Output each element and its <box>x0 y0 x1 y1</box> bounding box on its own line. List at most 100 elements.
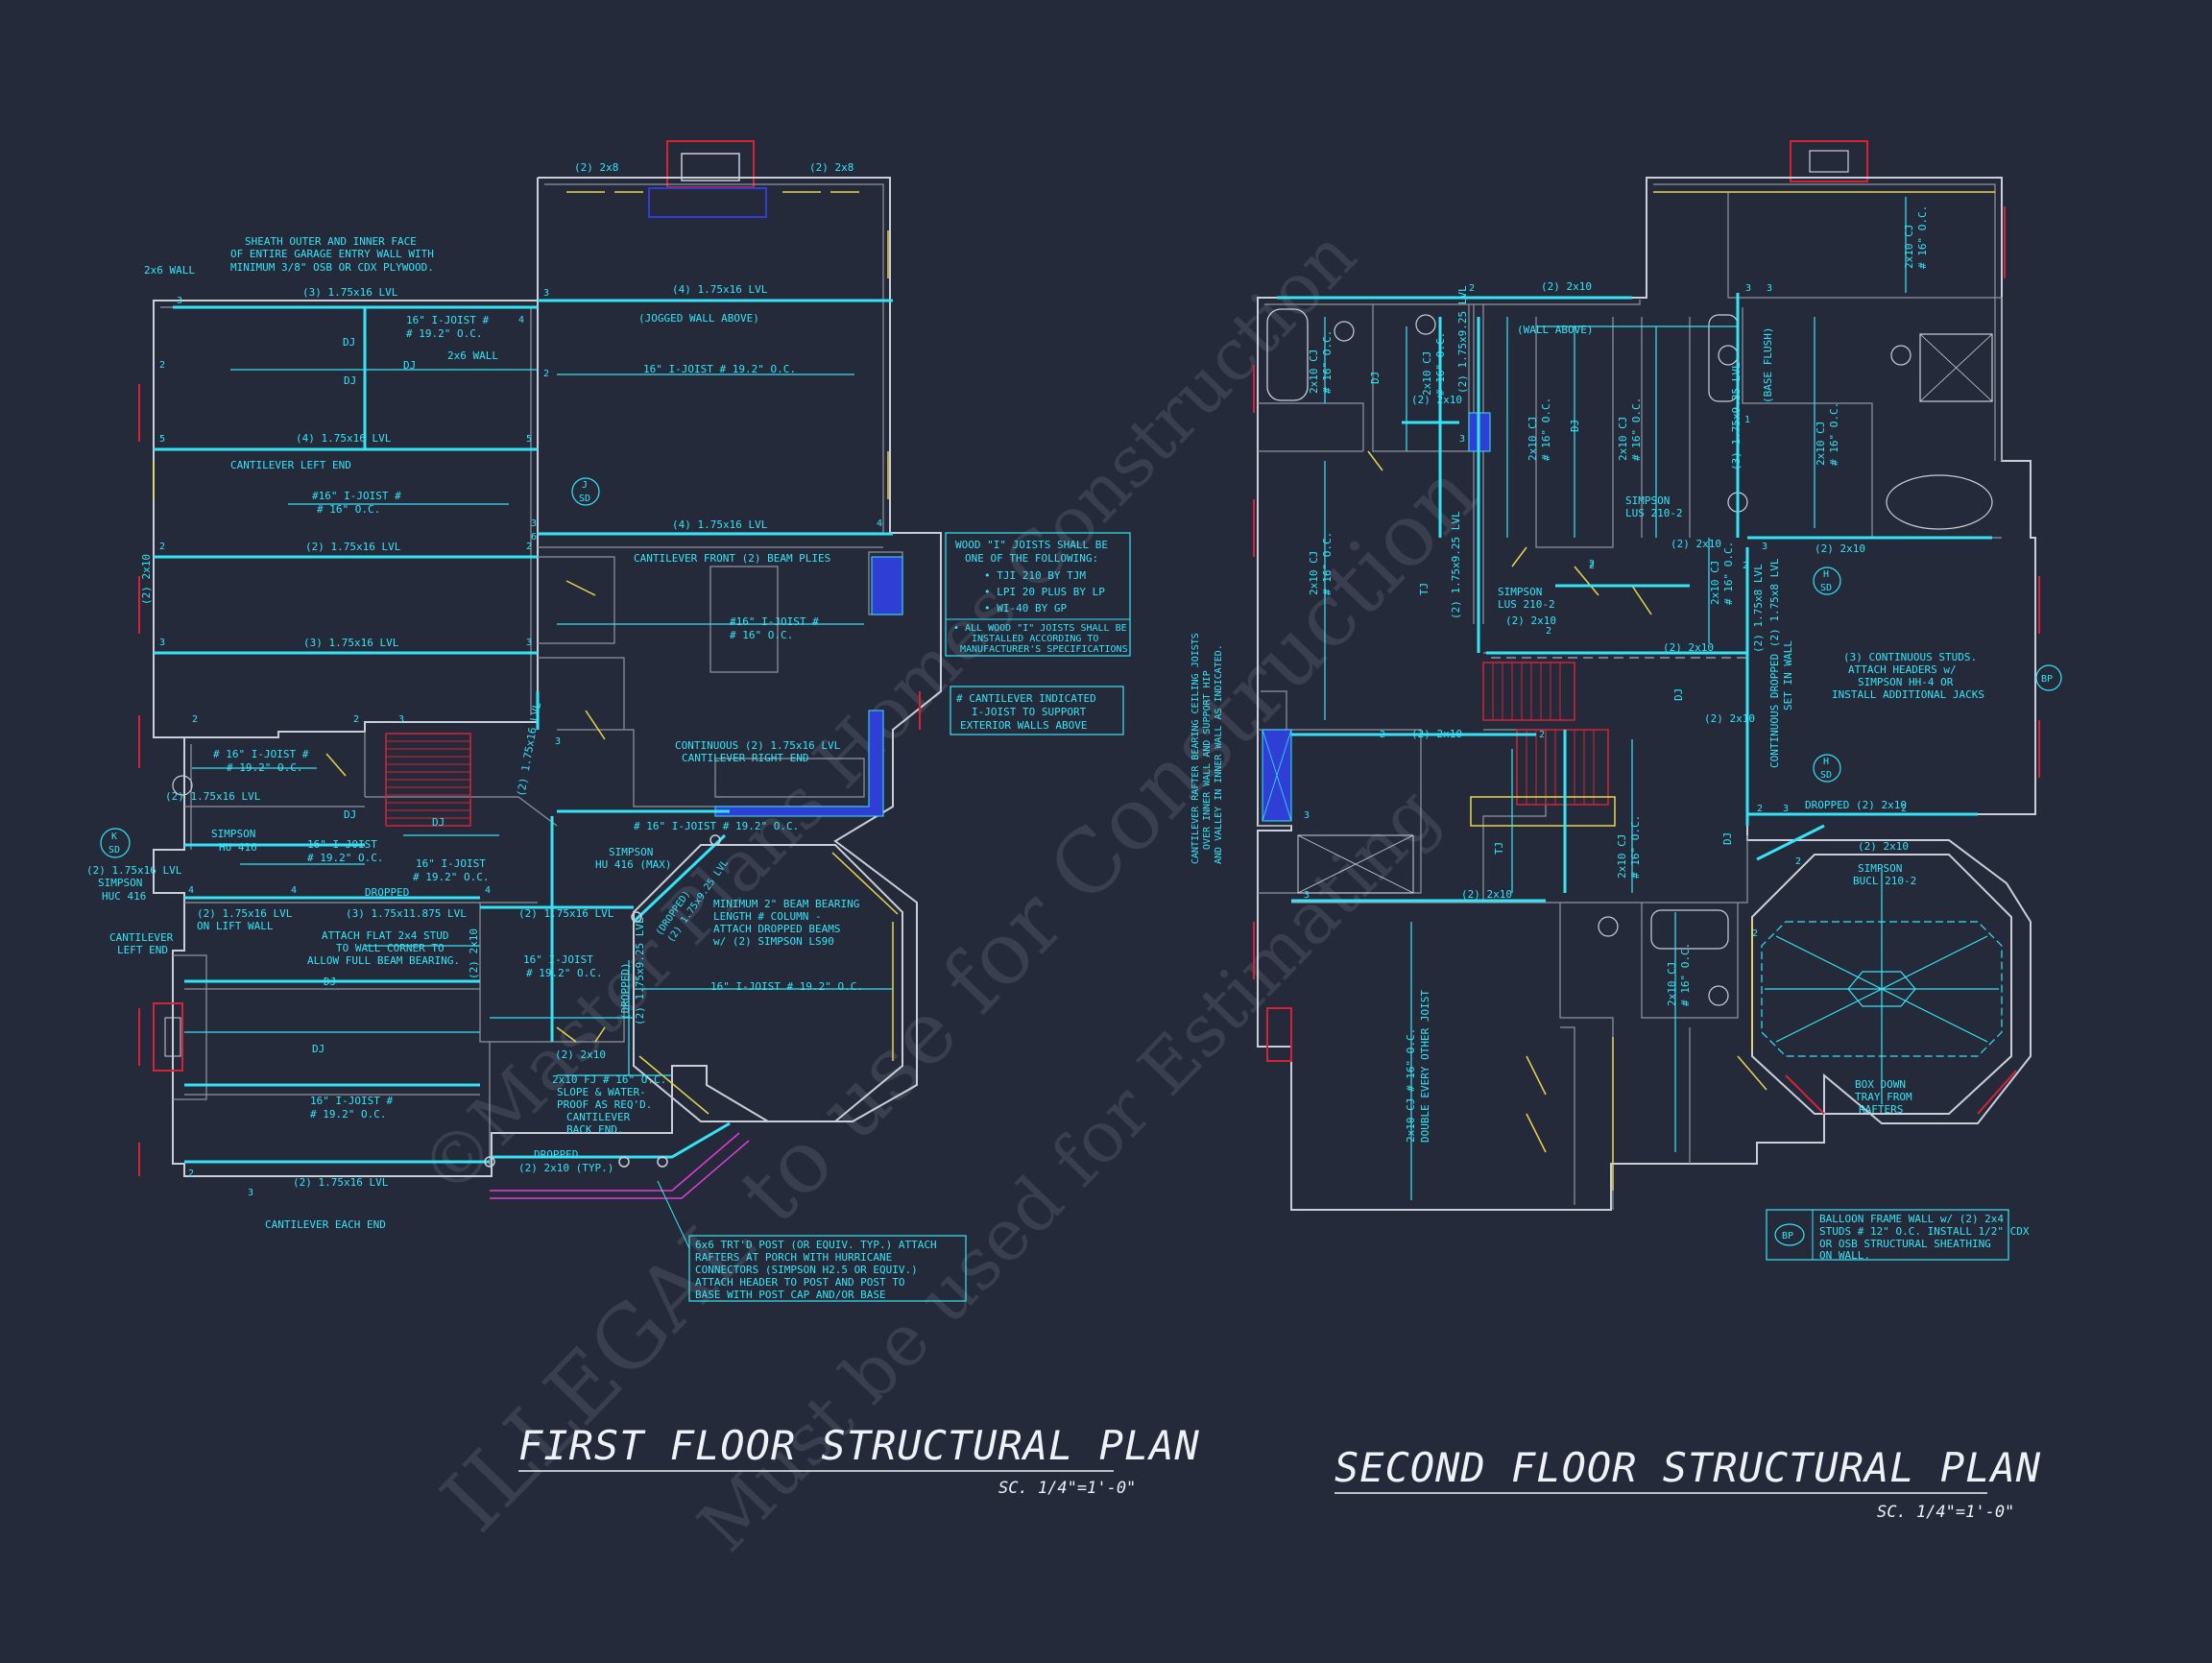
h-2x10-c: (2) 2x10 <box>1505 615 1556 627</box>
cj-f-l1: 2x10 CJ <box>1709 561 1721 605</box>
ijoist-octagon: 16" I-JOIST # 19.2" O.C. <box>710 980 863 993</box>
studs-note-l2: ATTACH HEADERS w/ <box>1848 663 1957 676</box>
post-note-l1: 6x6 TRT'D POST (OR EQUIV. TYP.) ATTACH <box>695 1239 937 1251</box>
wall-2x6-label: 2x6 WALL <box>144 264 195 277</box>
chase-cross <box>1262 729 1292 822</box>
post-note-l4: ATTACH HEADER TO POST AND POST TO <box>695 1276 905 1289</box>
chimney-top <box>1790 140 1868 182</box>
cj-c-l2: # 16" O.C. <box>1540 398 1552 461</box>
sheath-note-l2: OF ENTIRE GARAGE ENTRY WALL WITH <box>230 248 434 260</box>
ijoist-lower2-l1: 16" I-JOIST # <box>310 1095 393 1107</box>
lvl-2-right: (4) 1.75x16 LVL <box>672 518 768 531</box>
sink-icon-3 <box>1890 345 1911 366</box>
joist-note-l3: • TJI 210 BY TJM <box>984 569 1086 582</box>
box-down-l2: TRAY FROM <box>1855 1091 1912 1103</box>
porch-posts <box>484 834 721 1168</box>
beam-num: 3 <box>1767 283 1772 294</box>
simpson-hu416-l2: HU 416 <box>219 841 257 854</box>
sd-h2-letter: H <box>1823 757 1829 767</box>
tj-label: TJ <box>1418 583 1431 595</box>
beam-num: 3 <box>1783 804 1789 814</box>
beam-num: 2 <box>543 369 549 379</box>
ijoist-lower-l1: 16" I-JOIST <box>523 953 593 966</box>
shower-icon <box>1919 333 1993 402</box>
studs-note-l1: (3) CONTINUOUS STUDS. <box>1843 651 1977 663</box>
cj-g-l2: # 16" O.C. <box>1629 815 1642 879</box>
beam-num: 3 <box>543 288 549 299</box>
h-2x10-g: (2) 2x10 <box>1671 538 1721 550</box>
dj-label-3: DJ <box>312 1043 325 1055</box>
h-2x10-f: (2) 2x10 <box>1704 712 1755 725</box>
ijoist-center-l2: # 19.2" O.C. <box>413 871 489 883</box>
octagon-tower <box>1751 854 2012 1115</box>
cant-rafter-l1: CANTILEVER RAFTER BEARING CEILING JOISTS <box>1190 633 1201 864</box>
cant-left-end: CANTILEVER LEFT END <box>230 459 351 471</box>
beam-num: 4 <box>188 885 194 896</box>
simpson-lus-b-l2: LUS 210-2 <box>1498 598 1555 611</box>
box-down-l1: BOX DOWN <box>1855 1078 1906 1091</box>
beam-num: 3 <box>1304 890 1310 901</box>
post-note-l5: BASE WITH POST CAP AND/OR BASE <box>695 1289 886 1301</box>
first-floor-openings <box>138 191 921 1176</box>
first-floor-labels: SHEATH OUTER AND INNER FACE OF ENTIRE GA… <box>86 161 863 1231</box>
post-note: 6x6 TRT'D POST (OR EQUIV. TYP.) ATTACH R… <box>657 1180 967 1302</box>
v-2x10: (2) 2x10 <box>468 928 480 979</box>
ijoist-small2-l1: 16" I-JOIST <box>307 838 377 851</box>
beam-num: 3 <box>248 1188 253 1198</box>
joist-note-l7: INSTALLED ACCORDING TO <box>972 634 1098 644</box>
studs-note-l4: INSTALL ADDITIONAL JACKS <box>1832 688 1984 701</box>
kitchen-island <box>709 566 779 673</box>
cj-b-l2: # 16" O.C. <box>1434 332 1447 396</box>
joist-note-l4: • LPI 20 PLUS BY LP <box>984 586 1105 598</box>
lvl-vert-stair: (2) 1.75x16 LVL <box>515 701 543 797</box>
sheath-note-l1: SHEATH OUTER AND INNER FACE <box>245 235 417 248</box>
second-floor-walls <box>1257 177 2036 1211</box>
simpson-huc416-l2: HUC 416 <box>102 890 146 903</box>
sd-k-sd: SD <box>108 845 120 856</box>
ijoist-small2-l2: # 19.2" O.C. <box>307 852 383 864</box>
cant-ind-l1: # CANTILEVER INDICATED <box>956 692 1096 705</box>
ijoist-16-l1: #16" I-JOIST # <box>312 490 401 502</box>
dj-d: DJ <box>1721 832 1734 845</box>
lvl-925-a: (2) 1.75x9.25 LVL <box>1456 285 1469 394</box>
h-2x10-i: (2) 2x10 <box>1858 840 1909 853</box>
second-beam-numbers: 2 3 3 1 3 2 2 2 3 2 2 3 2 3 2 2 2 3 2 <box>1304 283 1907 939</box>
cant-ind-l2: I-JOIST TO SUPPORT <box>972 706 1087 718</box>
bathtub-icon <box>1266 308 1309 401</box>
beam-num: 4 <box>291 885 297 896</box>
octagon-bay <box>633 844 903 1122</box>
ijoist-small-l1: 16" I-JOIST # <box>406 314 489 326</box>
dj-label-5: DJ <box>432 816 445 829</box>
tj-b: TJ <box>1493 842 1505 855</box>
beam-num: 2 <box>1752 928 1758 939</box>
cj-d-l2: # 16" O.C. <box>1630 398 1643 461</box>
cj-top-l2: # 16" O.C. <box>1916 205 1929 269</box>
dropped-v: (DROPPED) <box>619 962 632 1020</box>
dj-b: DJ <box>1569 420 1581 432</box>
simpson-bucl-l2: BUCL 210-2 <box>1853 875 1916 887</box>
lvl-left-small: (2) 1.75x16 LVL <box>86 864 182 877</box>
beam-num: 2 <box>1469 283 1475 294</box>
attach-flat-l2: TO WALL CORNER TO <box>336 942 445 954</box>
beam-num: 5 <box>526 434 532 445</box>
cj-c-l1: 2x10 CJ <box>1527 417 1539 461</box>
cj-bath-l2: # 16" O.C. <box>1321 330 1334 394</box>
dj-a: DJ <box>1369 372 1382 384</box>
beam-num: 2 <box>1795 856 1801 867</box>
beam-num: 2 <box>1757 804 1763 814</box>
sink-icon-2 <box>1718 345 1739 366</box>
sd-h1-letter: H <box>1823 569 1829 580</box>
hdr-2x8-left: (2) 2x8 <box>574 161 618 174</box>
h-2x10-b: (2) 2x10 <box>1411 394 1462 406</box>
dj-lower: DJ <box>324 976 336 988</box>
sd-h2-sd: SD <box>1820 770 1832 781</box>
ijoist-kitchen-l1: #16" I-JOIST # <box>730 615 819 628</box>
balloon-frame-key: BP BALLOON FRAME WALL w/ (2) 2x4 STUDS #… <box>1766 1209 2030 1262</box>
second-floor-beams <box>1277 293 1992 903</box>
beam-num: 2 <box>192 714 198 725</box>
ijoist-center-l1: 16" I-JOIST <box>416 857 486 870</box>
dropped-1: DROPPED <box>365 886 409 899</box>
hdr-2x10: (2) 2x10 <box>555 1048 606 1061</box>
lvl-3-label: (3) 1.75x16 LVL <box>302 286 398 299</box>
cj-e-l2: # 16" O.C. <box>1828 402 1840 466</box>
